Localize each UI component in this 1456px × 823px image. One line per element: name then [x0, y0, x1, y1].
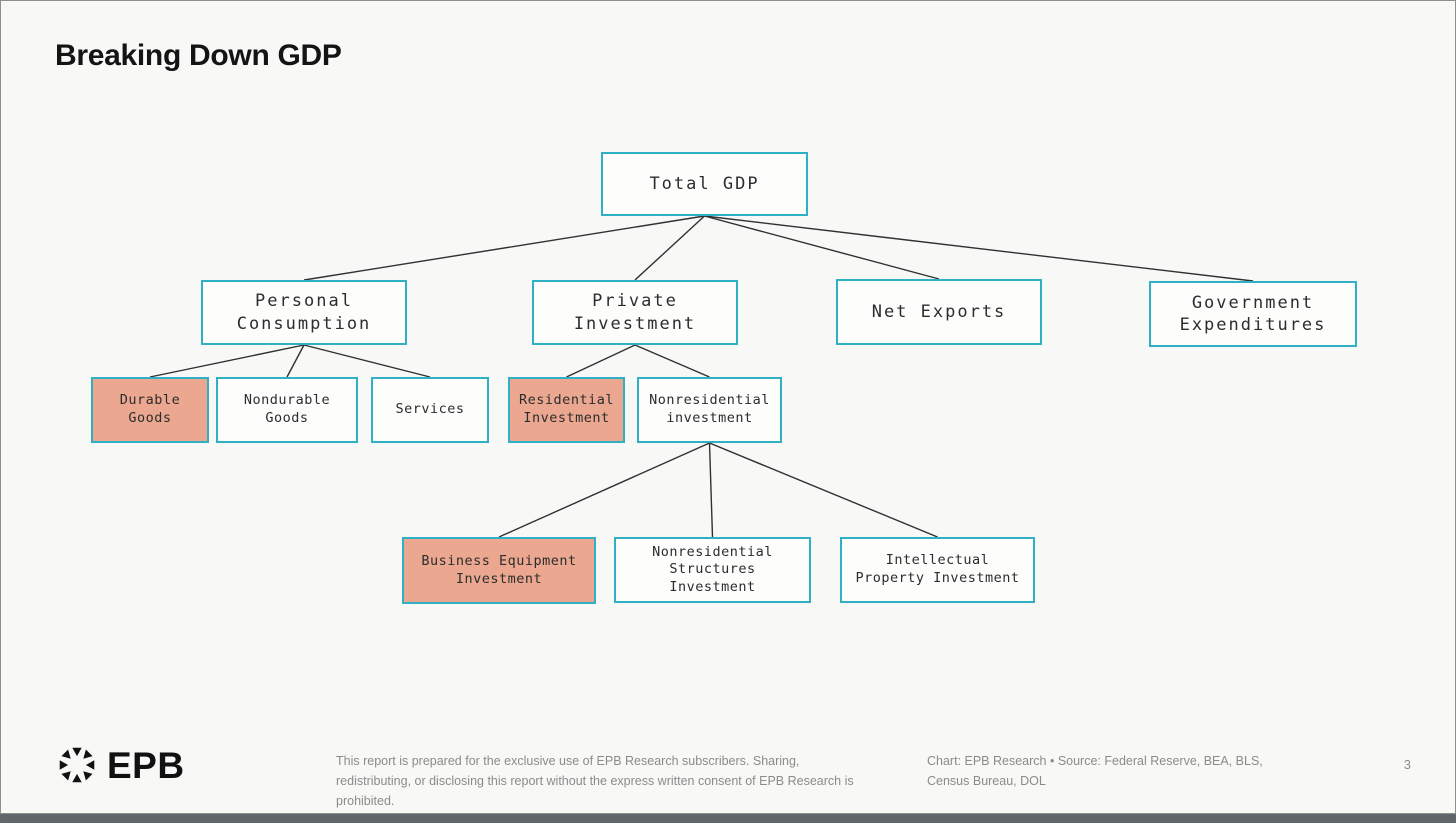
- node-nonresidential-structures-investment: Nonresidential Structures Investment: [614, 537, 811, 603]
- node-personal-consumption: Personal Consumption: [201, 280, 407, 345]
- node-label: Nonresidential Structures Investment: [652, 543, 773, 595]
- node-label: Intellectual Property Investment: [855, 552, 1020, 586]
- gdp-tree-diagram: Total GDP Personal Consumption Private I…: [1, 1, 1456, 731]
- page-title: Breaking Down GDP: [55, 39, 342, 72]
- node-label: Services: [395, 401, 465, 418]
- page-number: 3: [1403, 757, 1411, 772]
- logo-text: EPB: [107, 744, 185, 786]
- node-label: Total GDP: [649, 173, 760, 194]
- node-label: Nondurable Goods: [243, 392, 331, 426]
- aperture-star-icon: [59, 747, 95, 783]
- node-net-exports: Net Exports: [836, 279, 1042, 345]
- disclaimer-text: This report is prepared for the exclusiv…: [336, 754, 854, 808]
- node-label: Private Investment: [573, 291, 697, 334]
- node-durable-goods: Durable Goods: [91, 377, 209, 443]
- connector-lines: [149, 215, 1254, 538]
- node-nondurable-goods: Nondurable Goods: [216, 377, 358, 443]
- node-label: Government Expenditures: [1179, 292, 1327, 335]
- node-services: Services: [371, 377, 489, 443]
- node-label: Net Exports: [871, 301, 1007, 322]
- node-label: Personal Consumption: [236, 291, 372, 334]
- source-credit-text: Chart: EPB Research • Source: Federal Re…: [927, 754, 1263, 788]
- node-nonresidential-investment: Nonresidential investment: [637, 377, 782, 443]
- node-label: Business Equipment Investment: [421, 552, 577, 587]
- node-label: Nonresidential investment: [649, 392, 770, 426]
- node-residential-investment: Residential Investment: [508, 377, 625, 443]
- node-intellectual-property-investment: Intellectual Property Investment: [840, 537, 1035, 603]
- footer: EPB This report is prepared for the excl…: [1, 731, 1456, 813]
- node-label: Residential Investment: [519, 392, 614, 426]
- node-total-gdp: Total GDP: [601, 152, 808, 216]
- node-government-expenditures: Government Expenditures: [1149, 281, 1357, 347]
- node-business-equipment-investment: Business Equipment Investment: [402, 537, 596, 604]
- epb-logo: EPB: [55, 743, 185, 787]
- bottom-edge-band: [1, 815, 1456, 823]
- node-private-investment: Private Investment: [532, 280, 738, 345]
- node-label: Durable Goods: [119, 392, 181, 426]
